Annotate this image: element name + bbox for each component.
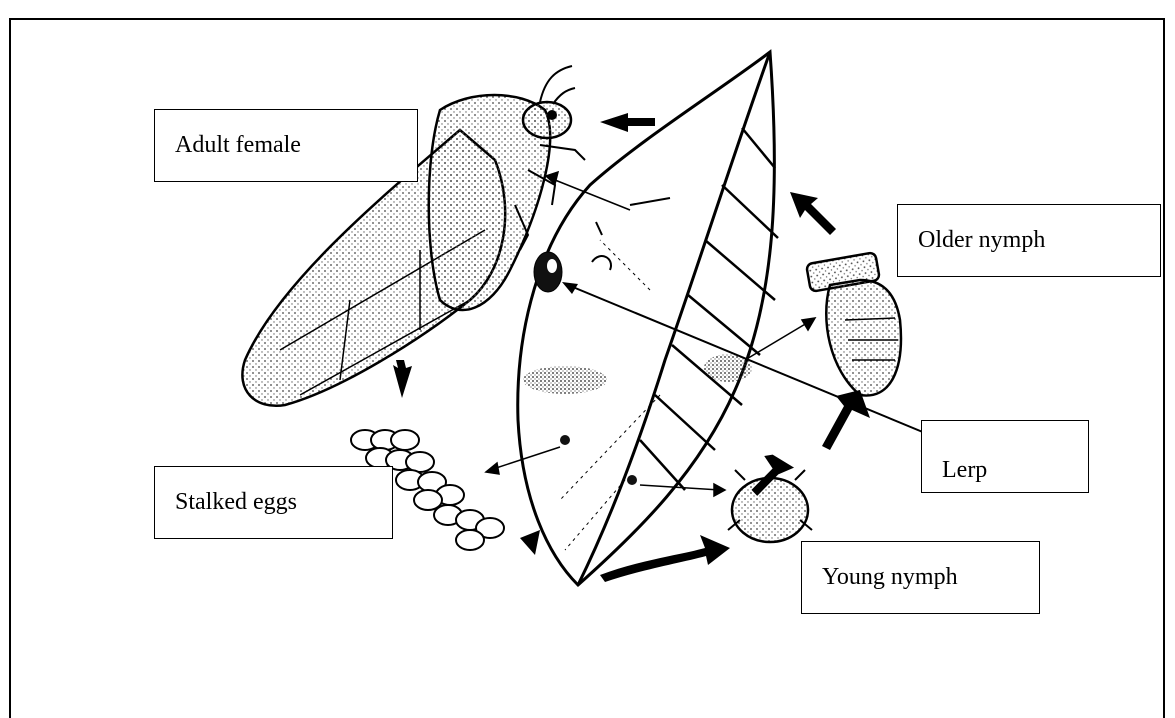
label-older-nymph: Older nymph bbox=[897, 204, 1161, 277]
arrow-older-to-adult bbox=[790, 192, 836, 235]
label-lerp: Lerp bbox=[921, 420, 1089, 493]
label-young-nymph-text: Young nymph bbox=[822, 564, 958, 591]
label-adult-female: Adult female bbox=[154, 109, 418, 182]
older-nymph-insect bbox=[806, 252, 901, 395]
arrow-young-to-older bbox=[822, 390, 870, 450]
arrow-to-adult bbox=[600, 113, 655, 132]
arrow-adult-to-eggs bbox=[393, 360, 412, 398]
label-lerp-text: Lerp bbox=[942, 457, 987, 484]
label-adult-female-text: Adult female bbox=[175, 132, 301, 159]
label-stalked-eggs: Stalked eggs bbox=[154, 466, 393, 539]
label-older-nymph-text: Older nymph bbox=[918, 227, 1045, 254]
label-stalked-eggs-text: Stalked eggs bbox=[175, 489, 297, 516]
label-young-nymph: Young nymph bbox=[801, 541, 1040, 614]
arrow-eggs-to-leaf bbox=[520, 530, 540, 555]
